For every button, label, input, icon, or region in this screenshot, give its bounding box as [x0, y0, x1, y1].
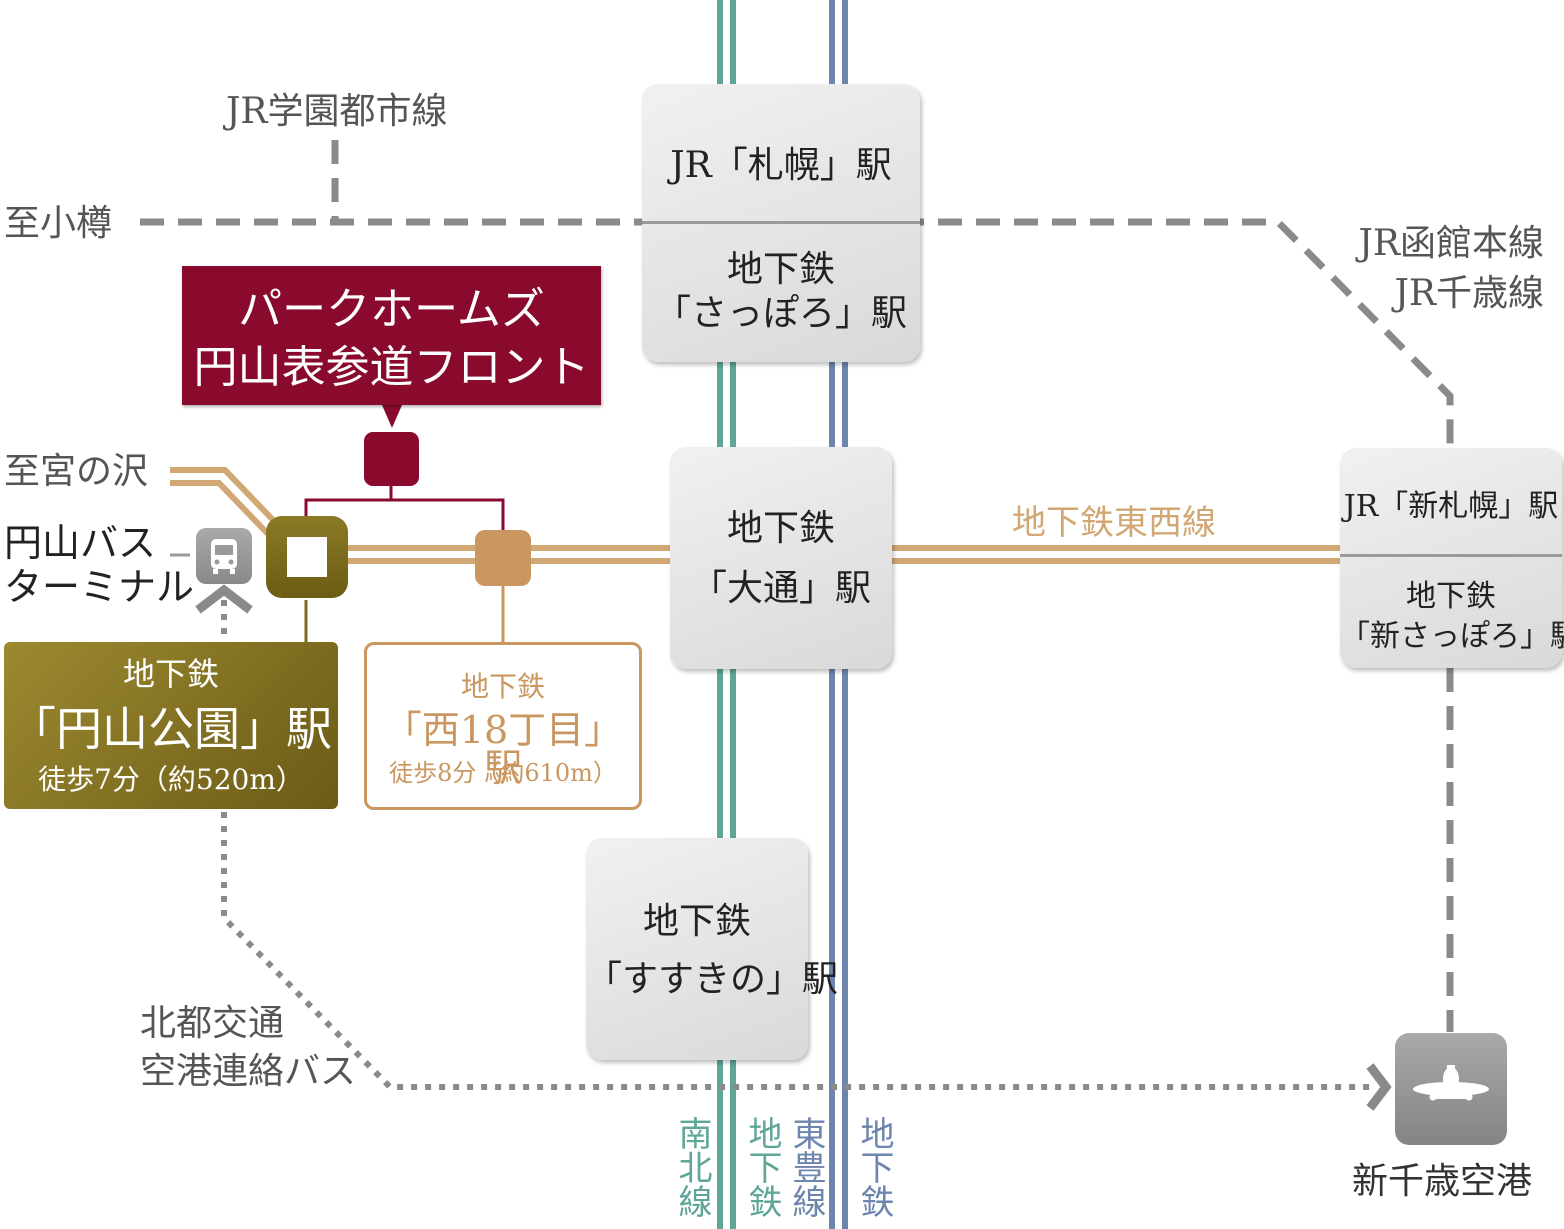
airplane-icon — [1395, 1033, 1507, 1145]
hokuto-bus-label2: 空港連絡バス — [140, 1051, 357, 1092]
jr-hakodate-label: JR函館本線 — [1358, 223, 1544, 264]
miyanosawa-direction-label: 至宮の沢 — [4, 451, 149, 492]
odori-label2: 「大通」駅 — [690, 568, 871, 609]
susukino-label1: 地下鉄 — [642, 901, 751, 942]
nishi18-line2: 「西18丁目」駅 — [383, 708, 623, 790]
property-marker — [364, 432, 419, 486]
property-name-line1: パークホームズ — [238, 284, 545, 335]
susukino-station-box: 地下鉄 「すすきの」駅 — [586, 838, 839, 1060]
shin-sapporo-divider — [1340, 554, 1562, 557]
property-connector — [304, 486, 505, 530]
bus-terminal-label2: ターミナル — [4, 565, 195, 609]
property-pointer — [382, 405, 402, 428]
nishi18-station-box: 地下鉄 「西18丁目」駅 徒歩8分（約610m） — [364, 642, 642, 810]
airport-chevron-icon — [1366, 1063, 1392, 1111]
chevron-icon — [195, 584, 253, 614]
tozai-line-label: 地下鉄東西線 — [1012, 503, 1216, 543]
maruyama-station-box: 地下鉄 「円山公園」駅 徒歩7分（約520m） — [4, 642, 338, 809]
sapporo-sub-label1: 地下鉄 — [726, 249, 835, 290]
odori-label1: 地下鉄 — [726, 508, 835, 549]
nishi18-line1: 地下鉄 — [460, 670, 545, 703]
jr-chitose-label: JR千歳線 — [1394, 273, 1544, 314]
susukino-label2: 「すすきの」駅 — [586, 959, 839, 1000]
shin-sapporo-sub-label2: 「新さっぽろ」駅 — [1340, 619, 1564, 654]
bus-icon — [196, 528, 252, 584]
shin-sapporo-sub-label1: 地下鉄 — [1406, 579, 1496, 614]
nanboku-label: 南北線 — [672, 1116, 712, 1218]
shin-sapporo-jr-label: JR「新札幌」駅 — [1343, 489, 1559, 524]
property-name-line2: 円山表参道フロント — [193, 342, 590, 393]
shin-sapporo-station-box: JR「新札幌」駅 地下鉄 「新さっぽろ」駅 — [1340, 448, 1564, 668]
bus-terminal-label1: 円山バス — [4, 521, 157, 565]
airport-label: 新千歳空港 — [1352, 1161, 1533, 1202]
property-title-box: パークホームズ 円山表参道フロント — [182, 266, 601, 405]
bus-route-line — [221, 600, 1372, 1090]
otaru-direction-label: 至小樽 — [4, 203, 113, 244]
sapporo-sub-label2: 「さっぽろ」駅 — [654, 293, 907, 334]
toho-label: 東豊線 — [786, 1116, 826, 1218]
nishi18-walk: 徒歩8分（約610m） — [389, 759, 617, 787]
maruyama-line1: 地下鉄 — [122, 655, 219, 693]
odori-station-box: 地下鉄 「大通」駅 — [670, 447, 892, 669]
hokuto-bus-label1: 北都交通 — [140, 1003, 285, 1044]
toho-sub-label: 地下鉄 — [854, 1116, 894, 1218]
jr-hakodate-line — [140, 218, 1454, 448]
jr-gakuen-label: JR学園都市線 — [226, 91, 448, 132]
sapporo-station-box: JR「札幌」駅 地下鉄 「さっぽろ」駅 — [642, 84, 920, 362]
maruyama-line2: 「円山公園」駅 — [10, 702, 332, 756]
sapporo-jr-label: JR「札幌」駅 — [670, 145, 892, 186]
nanboku-sub-label: 地下鉄 — [742, 1116, 782, 1218]
maruyama-walk: 徒歩7分（約520m） — [38, 763, 304, 796]
sapporo-divider — [642, 221, 920, 224]
nishi18-station-marker — [475, 530, 531, 586]
maruyama-station-marker — [266, 516, 348, 598]
